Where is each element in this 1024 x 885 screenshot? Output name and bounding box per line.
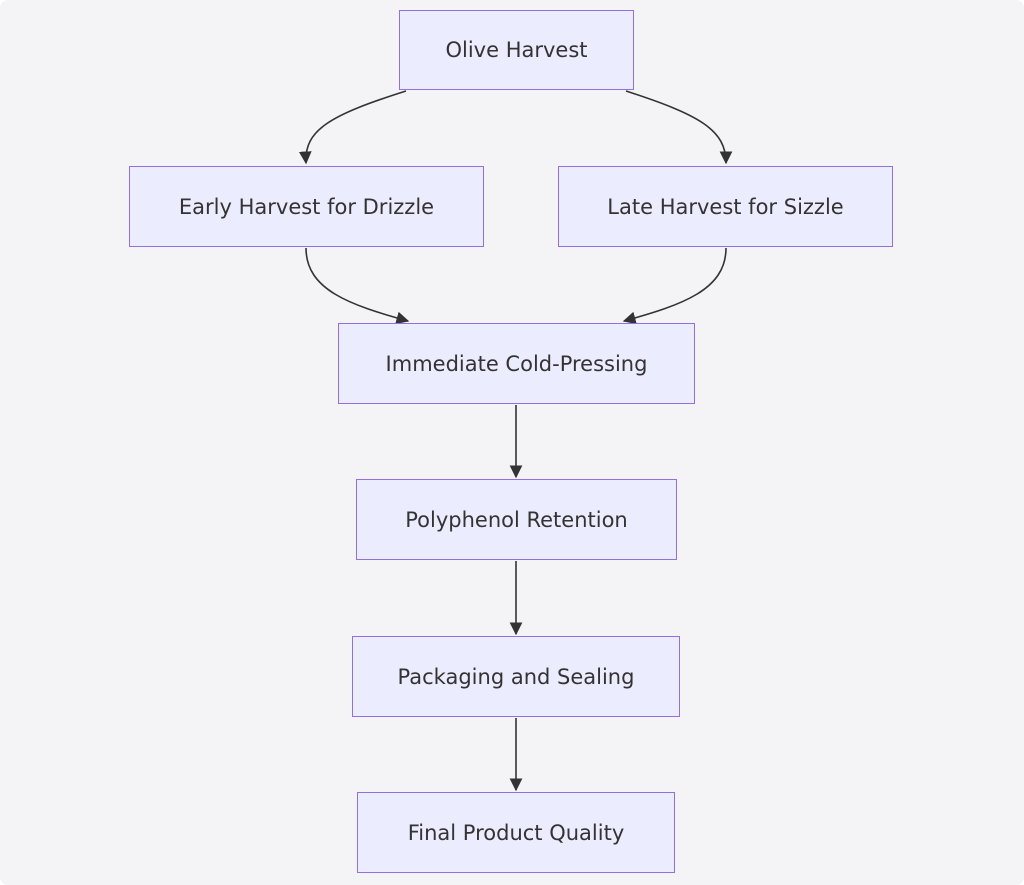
- node-label: Packaging and Sealing: [397, 664, 635, 689]
- node-olive-harvest: Olive Harvest: [399, 10, 634, 90]
- node-label: Olive Harvest: [445, 38, 588, 62]
- node-label: Immediate Cold-Pressing: [385, 351, 648, 376]
- node-label: Final Product Quality: [407, 820, 625, 845]
- node-cold-pressing: Immediate Cold-Pressing: [338, 323, 695, 404]
- node-packaging-sealing: Packaging and Sealing: [352, 636, 680, 717]
- edge-late-to-press: [622, 247, 727, 325]
- node-final-product-quality: Final Product Quality: [357, 792, 675, 873]
- node-polyphenol-retention: Polyphenol Retention: [356, 479, 677, 560]
- node-label: Polyphenol Retention: [405, 507, 628, 532]
- node-early-harvest: Early Harvest for Drizzle: [129, 166, 484, 247]
- node-label: Early Harvest for Drizzle: [178, 194, 435, 219]
- node-late-harvest: Late Harvest for Sizzle: [558, 166, 893, 247]
- edge-olive-to-late: [625, 90, 733, 165]
- edge-olive-to-early: [298, 90, 407, 165]
- node-label: Late Harvest for Sizzle: [607, 194, 844, 219]
- edge-early-to-press: [305, 247, 410, 325]
